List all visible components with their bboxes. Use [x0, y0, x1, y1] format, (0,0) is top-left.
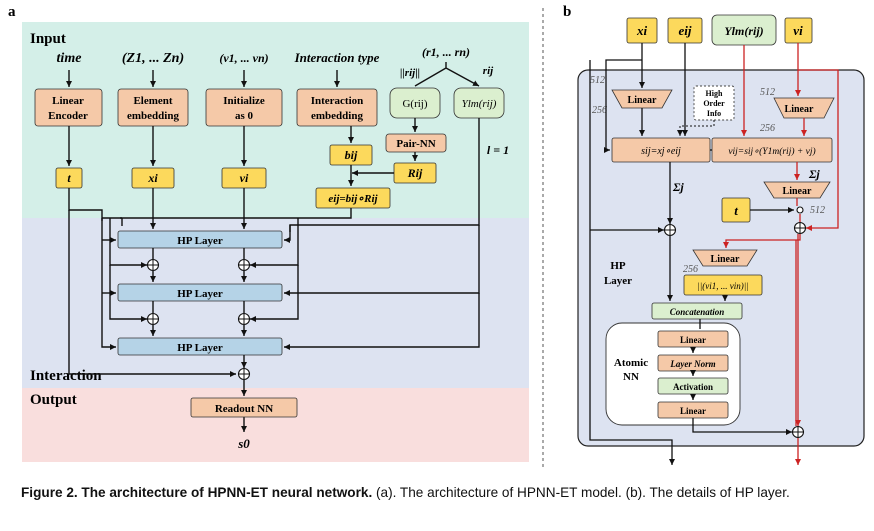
linear-bottom-label: Linear: [711, 254, 740, 265]
l-equals-one: l = 1: [487, 143, 509, 157]
activation-label: Activation: [673, 382, 713, 392]
readout-nn-box: [190, 397, 298, 418]
hp-layer-2: [117, 283, 283, 302]
linear-mid-label: Linear: [783, 186, 812, 197]
atomic-linear-2-label: Linear: [680, 406, 706, 416]
hp-layer-1: [117, 230, 283, 249]
vi-label: vi: [240, 171, 249, 185]
s0-label: s0: [237, 436, 250, 451]
linear-right-label: Linear: [785, 104, 814, 115]
velocities-header: (v1, ... vn): [219, 51, 268, 65]
norm-label: ||(vi1, ... vin)||: [697, 281, 748, 291]
element-embedding-line1: Element: [133, 95, 172, 107]
hp-layer-label-line1: HP: [610, 260, 626, 272]
high-order-line2: Order: [703, 99, 725, 108]
linear-left-trapezoid: [611, 89, 673, 109]
panel-a: a Input Interaction Output time (Z1, ...…: [8, 4, 529, 462]
y-lm-label: Ylm(rij): [462, 98, 497, 110]
atomic-nn-line2: NN: [623, 371, 639, 383]
figure-caption: Figure 2. The architecture of HPNN-ET ne…: [21, 484, 856, 502]
sum-node-crosses-b: [664, 222, 806, 438]
high-order-dashed-arrow: [677, 120, 715, 136]
panel-b-label: b: [563, 4, 571, 20]
linear-right-trapezoid: [773, 97, 835, 119]
b-vi-label: vi: [793, 23, 803, 38]
pair-nn-label: Pair-NN: [396, 138, 435, 150]
elements-header: (Z1, ... Zn): [122, 51, 184, 66]
b-xi-label: xi: [636, 23, 648, 38]
concatenation-box: [651, 302, 743, 320]
atomic-linear-1-label: Linear: [680, 335, 706, 345]
linear-left-label: Linear: [628, 95, 657, 106]
input-arrows: [66, 70, 418, 186]
atomic-nn-container: [605, 322, 741, 426]
panel-b-red-arrows: [723, 43, 839, 465]
linear-mid-trapezoid: [763, 181, 831, 199]
b-eij-label: eij: [679, 23, 692, 38]
dim-256-bottom: 256: [683, 264, 698, 275]
interaction-section-label: Interaction: [30, 368, 102, 384]
pair-nn-box: [385, 133, 447, 153]
interaction-embedding-box: [296, 88, 378, 127]
Rij-label: Rij: [407, 166, 423, 180]
dim-512-top-right: 512: [760, 87, 775, 98]
t-label: t: [67, 171, 71, 185]
sum-j-left: Σj: [672, 180, 684, 194]
dim-256-right: 256: [760, 123, 775, 134]
hp-layer-label-line2: Layer: [604, 275, 632, 287]
panel-a-label: a: [8, 4, 16, 20]
caption-title: Figure 2. The architecture of HPNN-ET ne…: [21, 485, 373, 500]
g-rij-label: G(rij): [402, 98, 427, 110]
sum-node-crosses-a: [147, 259, 250, 380]
readout-nn-label: Readout NN: [215, 403, 273, 415]
initialize-line1: Initialize: [223, 95, 265, 107]
architecture-diagram: a Input Interaction Output time (Z1, ...…: [8, 4, 865, 468]
interaction-wiring: [68, 118, 480, 432]
panel-b-black-arrows: [589, 43, 794, 465]
element-embedding-line2: embedding: [127, 110, 179, 122]
time-header: time: [57, 51, 82, 66]
hp-layer-3: [117, 337, 283, 356]
b-ylm-label: Ylm(rij): [724, 24, 763, 38]
hp-layer-1-label: HP Layer: [177, 235, 223, 247]
atomic-nn-line1: Atomic: [614, 357, 648, 369]
layer-norm-label: Layer Norm: [669, 359, 715, 369]
panel-b: b xi eij Ylm(rij) vi 512 256 512 256 512…: [563, 4, 865, 465]
dim-512-mid: 512: [810, 205, 825, 216]
high-order-line3: Info: [707, 109, 721, 118]
hp-layer-3-label: HP Layer: [177, 342, 223, 354]
positions-header: (r1, ... rn): [422, 45, 470, 59]
positions-branch-arrows: [414, 62, 479, 86]
linear-encoder-line1: Linear: [52, 95, 84, 107]
high-order-line1: High: [706, 89, 723, 98]
eij-box: [315, 187, 391, 209]
input-section-label: Input: [30, 31, 66, 47]
output-section-label: Output: [30, 392, 77, 408]
xi-label: xi: [147, 171, 158, 185]
initialize-line2: as 0: [235, 110, 254, 122]
hp-layer-2-label: HP Layer: [177, 288, 223, 300]
rij-label: rij: [483, 65, 494, 77]
sum-j-right: Σj: [808, 167, 820, 181]
rij-norm-label: ||rij||: [400, 67, 420, 79]
dim-512-top-left: 512: [590, 75, 605, 86]
b-t-label: t: [734, 203, 738, 218]
caption-text: (a). The architecture of HPNN-ET model. …: [372, 485, 790, 500]
eij-label: eij=bij∘Rij: [328, 193, 378, 205]
interaction-type-header: Interaction type: [294, 50, 380, 65]
vij-label: vij=sij∘(Y1m(rij) + vj): [728, 146, 815, 157]
interaction-embedding-line2: embedding: [311, 110, 363, 122]
linear-bottom-trapezoid: [692, 249, 758, 267]
concatenation-label: Concatenation: [670, 307, 725, 317]
sij-label: sij=xj∘eij: [641, 146, 681, 157]
linear-encoder-line2: Encoder: [48, 110, 88, 122]
bij-label: bij: [345, 148, 358, 162]
interaction-embedding-line1: Interaction: [311, 95, 364, 107]
dim-256-left: 256: [592, 105, 607, 116]
